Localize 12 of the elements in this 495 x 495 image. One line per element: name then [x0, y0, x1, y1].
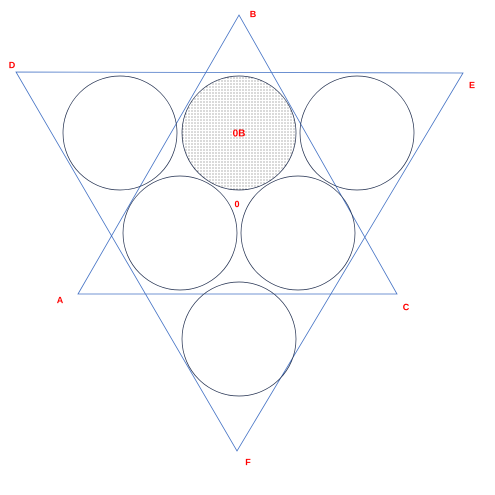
point-label: F [246, 458, 250, 466]
point-label: D [9, 62, 15, 68]
point-label: E [470, 82, 475, 88]
circle [62, 76, 178, 190]
point-label: C [403, 304, 410, 310]
circle [240, 176, 356, 290]
point-label: B [250, 10, 256, 18]
circle [182, 282, 296, 396]
point-label: A [56, 296, 63, 304]
circle [122, 176, 238, 290]
point-label: 0 [234, 200, 240, 208]
circle [300, 76, 414, 190]
